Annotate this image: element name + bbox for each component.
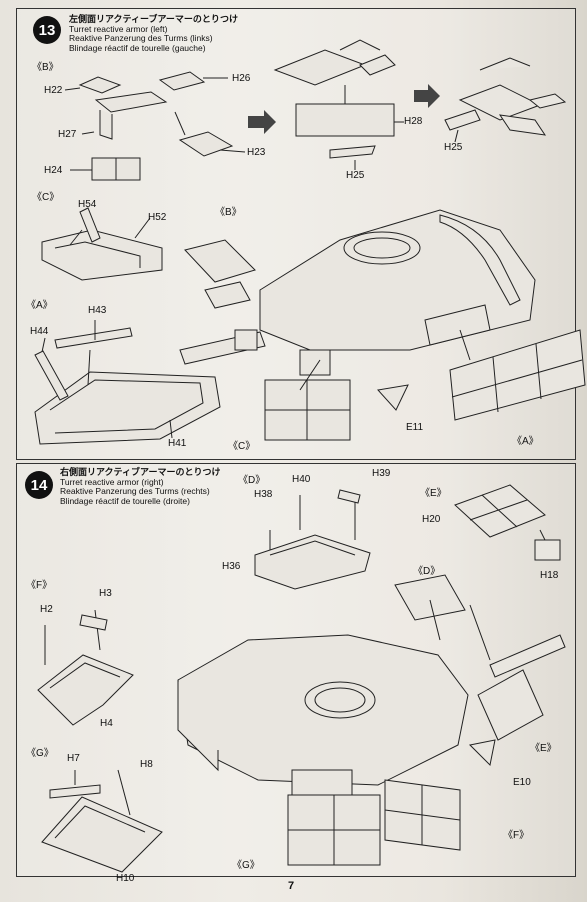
page-number: 7 [288, 880, 295, 892]
group-label-c: 《C》 [32, 192, 60, 203]
turret-right-view [177, 574, 566, 866]
step-14-title: 右側面リアクティブアーマーのとりつけ Turret reactive armor… [60, 467, 221, 506]
step-13-number: 13 [33, 16, 61, 44]
part-label-h44: H44 [30, 326, 49, 337]
part-label-h27: H27 [58, 129, 77, 140]
turret-left-view [179, 209, 586, 441]
part-label-h8: H8 [140, 759, 153, 770]
part-label-e11: E11 [406, 422, 424, 433]
group-label-b: 《B》 [32, 62, 59, 73]
c-subassembly [41, 207, 163, 281]
part-label-h54: H54 [78, 199, 97, 210]
b-subassembly-2 [273, 39, 404, 170]
part-label-h25-a: H25 [346, 170, 365, 181]
turret-group-label-g: 《G》 [232, 860, 260, 871]
part-label-h18: H18 [540, 570, 559, 581]
part-label-h52: H52 [148, 212, 167, 223]
step-13-title-jp: 左側面リアクティーブアーマーのとりつけ [69, 14, 239, 24]
part-label-h40: H40 [292, 474, 311, 485]
part-label-h36: H36 [222, 561, 241, 572]
g-subassembly [41, 769, 163, 873]
group-label-e: 《E》 [420, 488, 447, 499]
turret-group-label-f: 《F》 [503, 830, 530, 841]
a-subassembly [34, 320, 221, 445]
part-label-h3: H3 [99, 588, 112, 599]
part-label-h25-b: H25 [444, 142, 463, 153]
b-subassembly-1 [64, 71, 246, 181]
part-label-h41: H41 [168, 438, 187, 449]
part-label-h2: H2 [40, 604, 53, 615]
part-label-h23: H23 [247, 147, 266, 158]
step-13-title-en: Turret reactive armor (left) [69, 23, 168, 34]
part-label-h28: H28 [404, 116, 423, 127]
step-14-title-de: Reaktive Panzerung des Turms (rechts) [60, 486, 210, 497]
f-subassembly [37, 609, 134, 726]
part-label-h10: H10 [116, 873, 135, 884]
b-subassembly-3 [444, 57, 567, 143]
turret-group-label-c: 《C》 [228, 441, 256, 452]
step-13-title: 左側面リアクティーブアーマーのとりつけ Turret reactive armo… [69, 14, 239, 53]
part-label-h26: H26 [232, 73, 251, 84]
step-13-title-fr: Blindage réactif de tourelle (gauche) [69, 42, 206, 53]
part-label-h38: H38 [254, 489, 273, 500]
part-label-h43: H43 [88, 305, 107, 316]
turret-group-label-d: 《D》 [413, 566, 441, 577]
step-14-title-jp: 右側面リアクティブアーマーのとりつけ [60, 467, 221, 477]
part-label-h20: H20 [422, 514, 441, 525]
part-label-h24: H24 [44, 165, 63, 176]
step-13-title-de: Reaktive Panzerung des Turms (links) [69, 33, 213, 44]
turret-group-label-e: 《E》 [530, 743, 557, 754]
part-label-h7: H7 [67, 753, 80, 764]
group-label-a: 《A》 [26, 300, 53, 311]
part-label-e10: E10 [513, 777, 531, 788]
group-label-d: 《D》 [238, 475, 266, 486]
step-14-title-fr: Blindage réactif de tourelle (droite) [60, 495, 190, 506]
d-subassembly [254, 489, 371, 590]
turret-group-label-a: 《A》 [512, 436, 539, 447]
step-14-number: 14 [25, 471, 53, 499]
step-14-title-en: Turret reactive armor (right) [60, 476, 164, 487]
part-label-h22: H22 [44, 85, 63, 96]
part-label-h39: H39 [372, 468, 391, 479]
group-label-f: 《F》 [26, 580, 53, 591]
turret-group-label-b: 《B》 [215, 207, 242, 218]
group-label-g: 《G》 [26, 748, 54, 759]
part-label-h4: H4 [100, 718, 113, 729]
e-subassembly [454, 484, 561, 561]
